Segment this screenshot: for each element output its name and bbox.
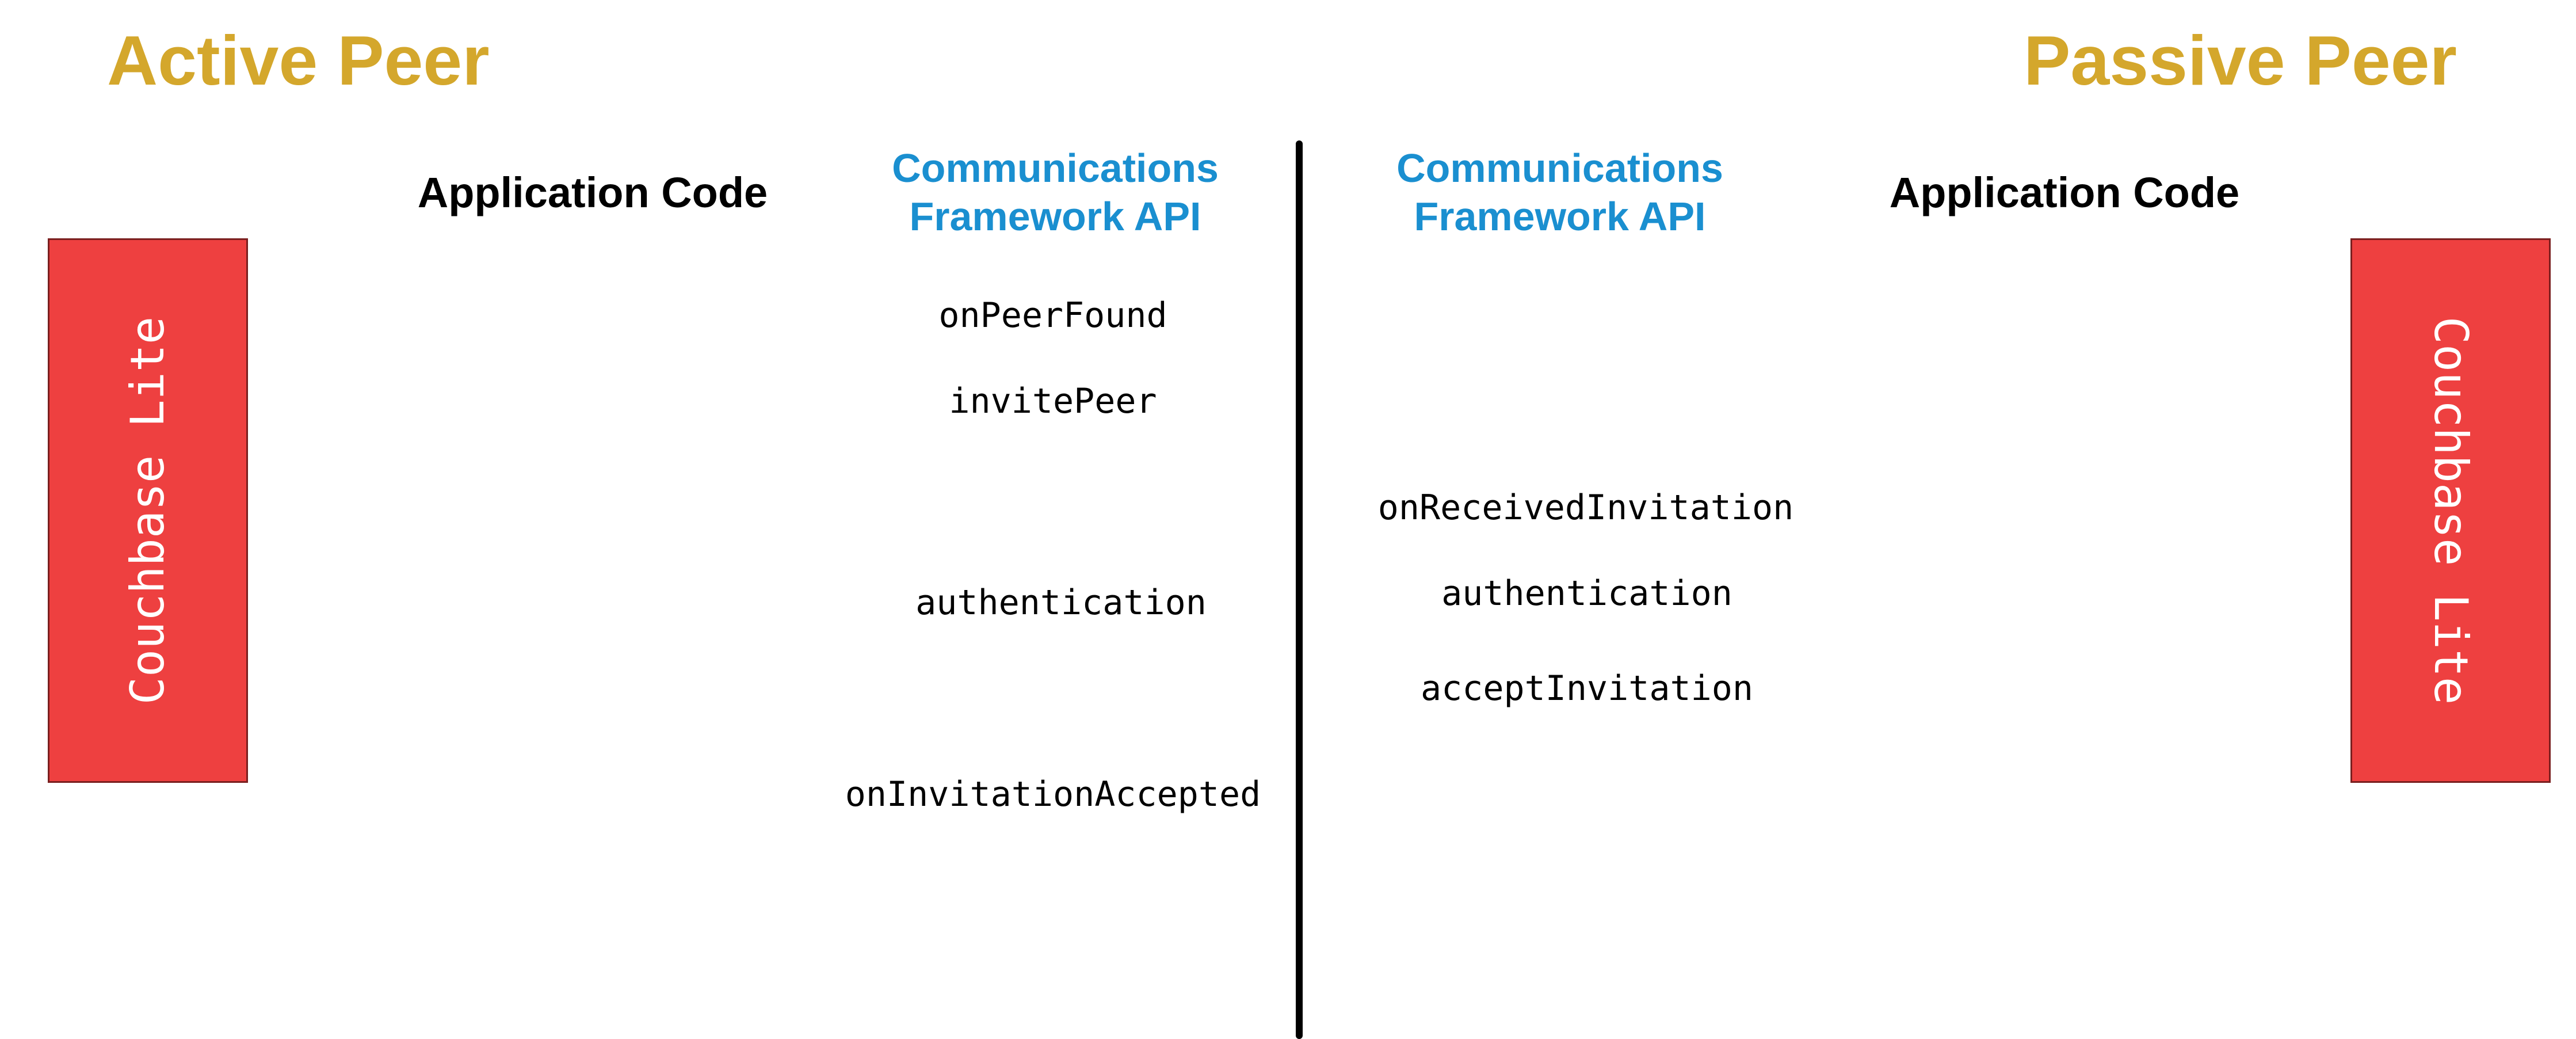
active-couchbase-lite-box: Couchbase Lite bbox=[48, 238, 248, 783]
active-comm-api-line-1: Communications bbox=[892, 146, 1219, 191]
passive-couchbase-lite-label: Couchbase Lite bbox=[2424, 316, 2478, 705]
call-on-peer-found: onPeerFound bbox=[938, 295, 1167, 336]
peer-divider-line bbox=[1296, 140, 1303, 1039]
passive-communications-framework-api-label: Communications Framework API bbox=[1396, 144, 1723, 241]
call-passive-authentication: authentication bbox=[1441, 573, 1732, 614]
passive-application-code-label: Application Code bbox=[1889, 169, 2240, 216]
passive-comm-api-line-2: Framework API bbox=[1414, 194, 1706, 239]
passive-peer-title: Passive Peer bbox=[2024, 21, 2457, 100]
active-application-code-label: Application Code bbox=[417, 169, 768, 216]
active-couchbase-lite-label: Couchbase Lite bbox=[121, 316, 174, 705]
active-comm-api-line-2: Framework API bbox=[909, 194, 1201, 239]
active-communications-framework-api-label: Communications Framework API bbox=[892, 144, 1219, 241]
call-on-invitation-accepted: onInvitationAccepted bbox=[845, 774, 1261, 815]
call-on-received-invitation: onReceivedInvitation bbox=[1377, 488, 1794, 528]
passive-comm-api-line-1: Communications bbox=[1396, 146, 1723, 191]
active-peer-title: Active Peer bbox=[107, 21, 490, 100]
passive-couchbase-lite-box: Couchbase Lite bbox=[2350, 238, 2551, 783]
call-accept-invitation: acceptInvitation bbox=[1421, 668, 1753, 709]
call-active-authentication: authentication bbox=[915, 583, 1207, 623]
call-invite-peer: invitePeer bbox=[949, 381, 1157, 421]
